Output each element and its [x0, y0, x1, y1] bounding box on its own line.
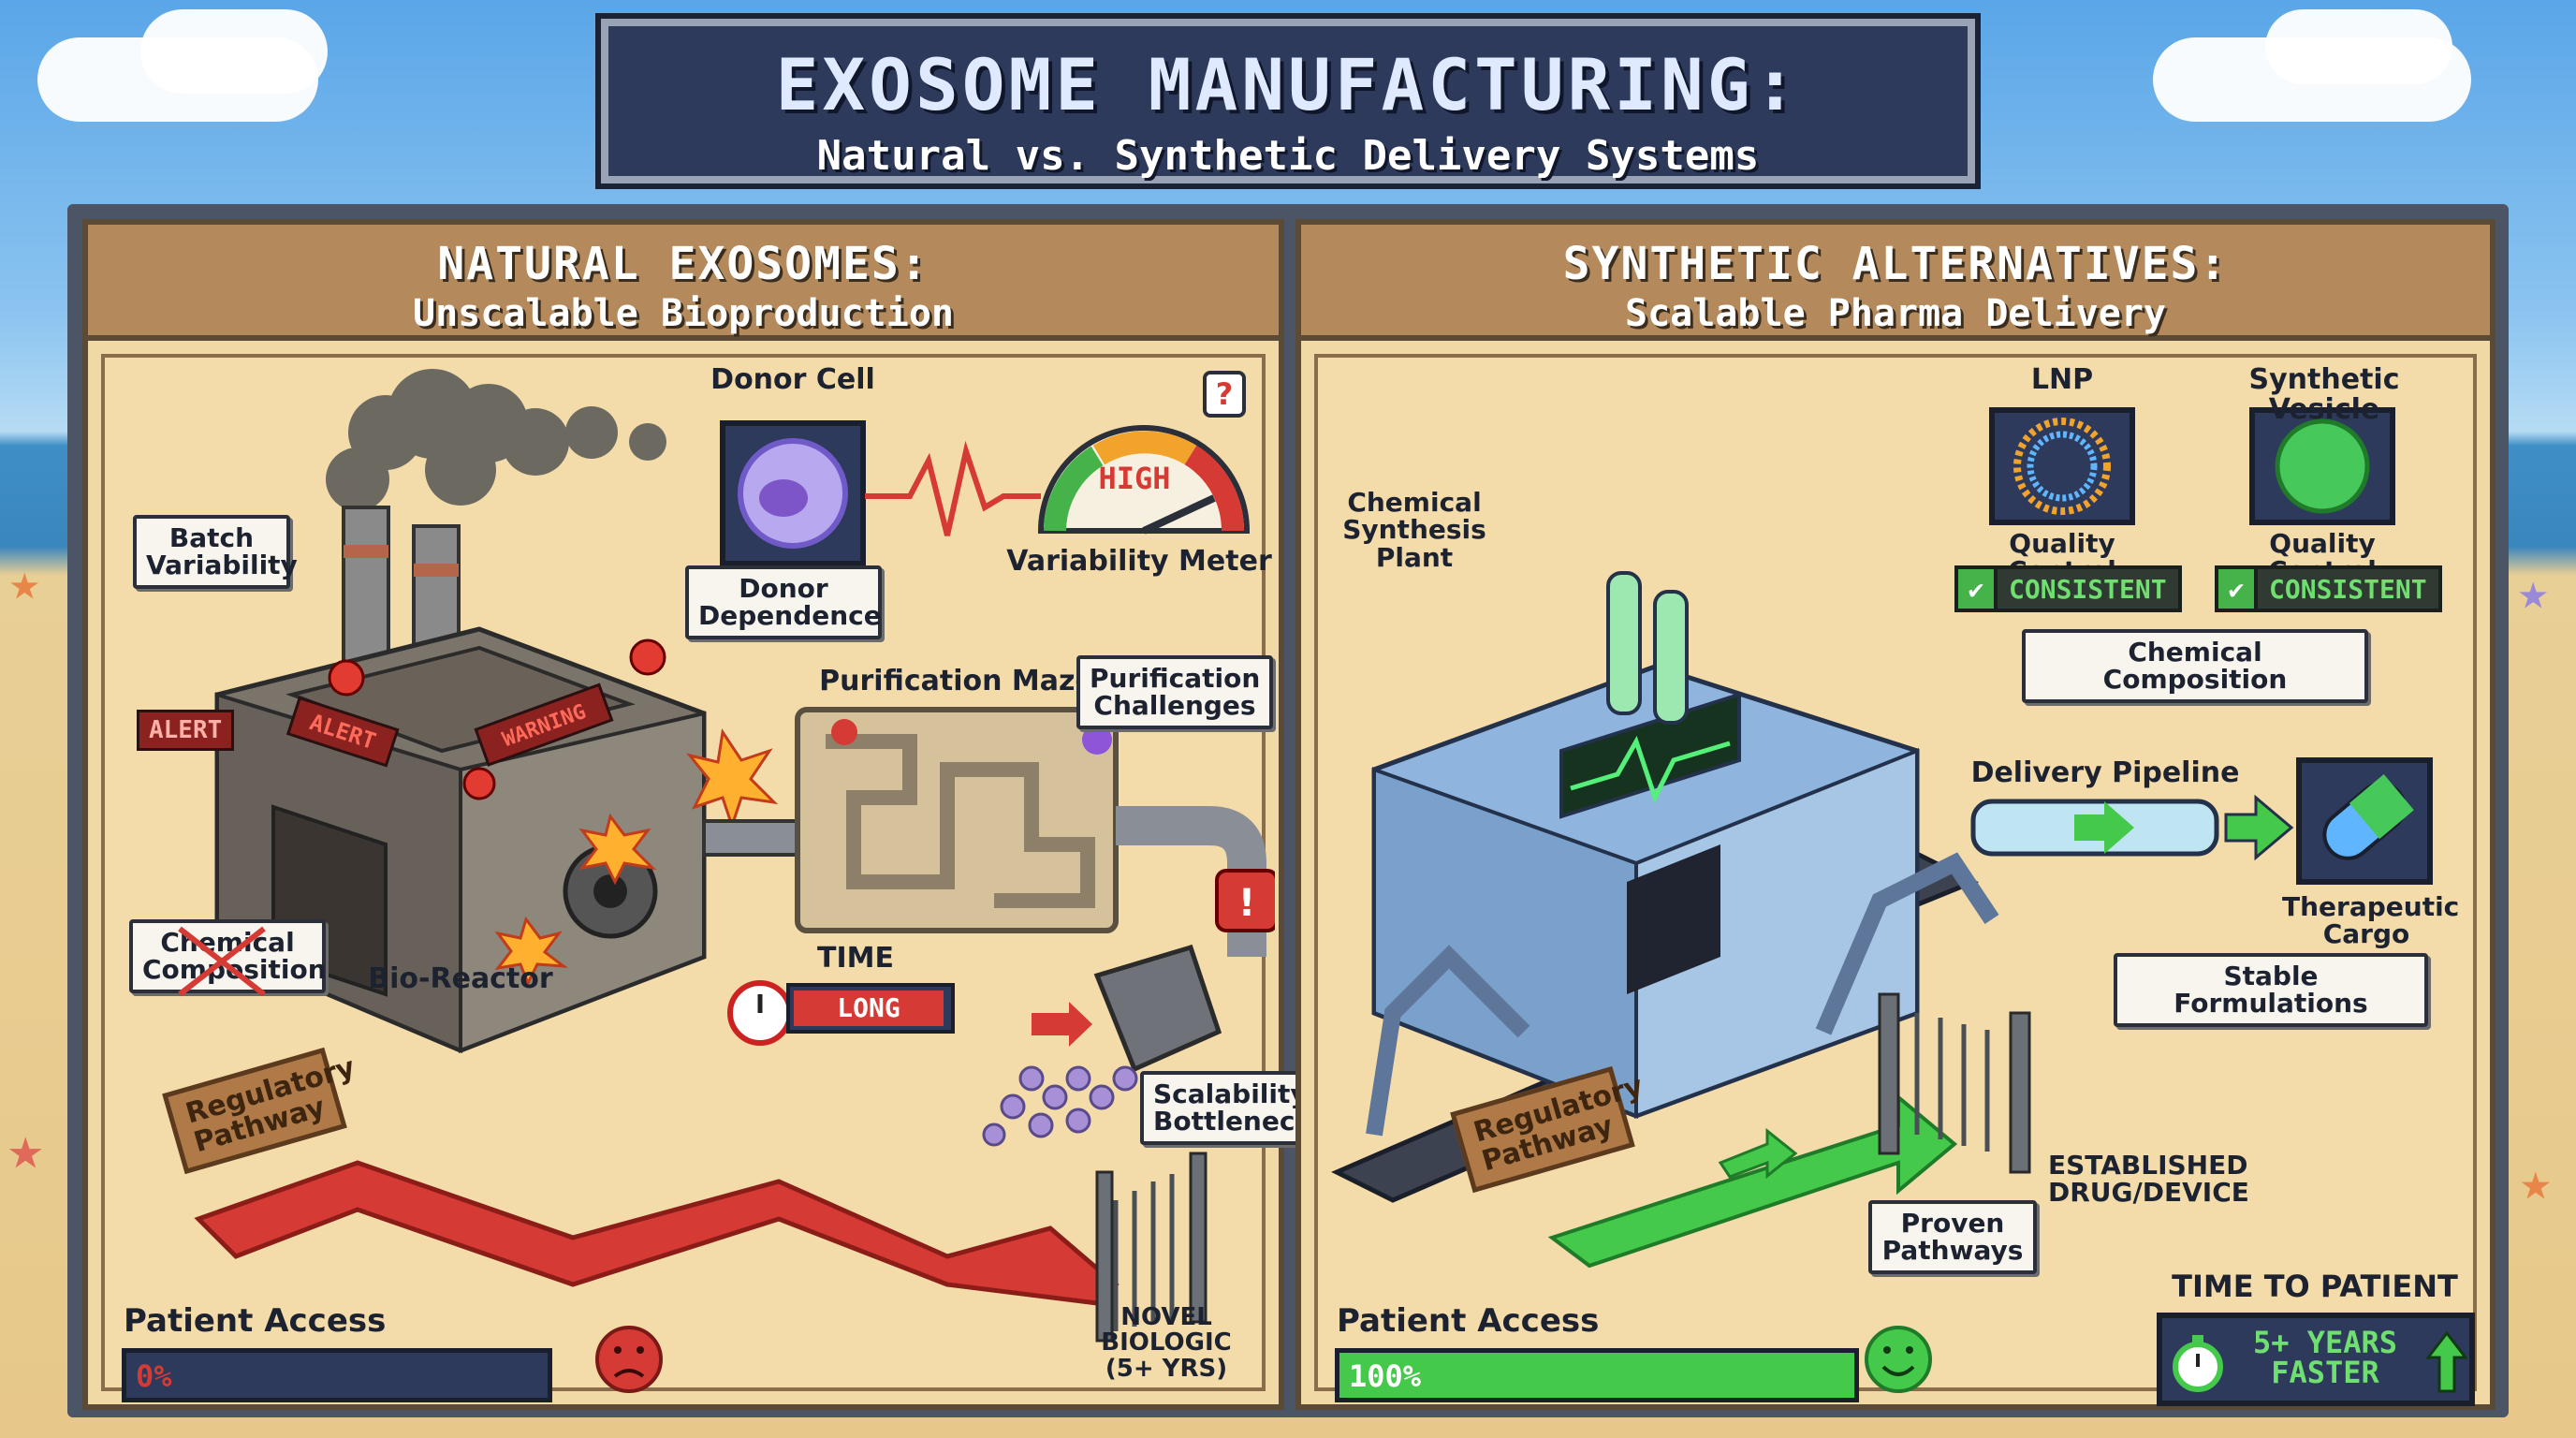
starfish-icon: ★	[2518, 562, 2549, 621]
time-value: LONG	[794, 990, 944, 1026]
chemical-composition-crossed-label: Chemical Composition	[129, 919, 327, 997]
time-to-patient-label: TIME TO PATIENT	[2172, 1269, 2458, 1304]
batch-variability-label: Batch Variability	[133, 515, 298, 589]
cloud	[2265, 9, 2452, 84]
right-header-title: SYNTHETIC ALTERNATIVES:	[1562, 238, 2229, 290]
patient-access-bar: 100%	[1335, 1348, 1859, 1402]
delivery-pipeline-label: Delivery Pipeline	[1970, 756, 2240, 789]
check-icon: ✔	[2218, 569, 2258, 609]
warning-icon: !	[1238, 882, 1255, 925]
scalability-bottleneck-label: Scalability Bottleneck	[1140, 1071, 1318, 1145]
bio-reactor-illustration: ALERT WARNING	[194, 369, 1275, 1393]
patient-access-fill	[1339, 1353, 1854, 1398]
plant-label: Chemical Synthesis Plant	[1342, 487, 1486, 573]
stable-formulations-label: Stable Formulations	[2114, 953, 2428, 1027]
qc-badge-vesicle-text: CONSISTENT	[2269, 573, 2427, 605]
alert-tag: ALERT	[137, 710, 235, 751]
purification-maze-label: Purification Maze	[819, 665, 1094, 697]
time-label: TIME	[817, 942, 894, 975]
patient-access-label: Patient Access	[1337, 1302, 1600, 1340]
capsule-icon	[2322, 773, 2414, 860]
natural-exosomes-panel: NATURAL EXOSOMES: Unscalable Bioproducti…	[82, 219, 1318, 1410]
therapeutic-cargo-label: Therapeutic Cargo	[2282, 891, 2460, 950]
title-plaque: EXOSOME MANUFACTURING: Natural vs. Synth…	[595, 13, 1981, 189]
patient-access-value: 0%	[136, 1358, 172, 1394]
cloud	[140, 9, 328, 94]
qc-badge-lnp-text: CONSISTENT	[2009, 573, 2167, 605]
time-to-patient-box: 5+ YEARS FASTER	[2157, 1313, 2475, 1406]
lnp-icon	[2013, 418, 2111, 515]
left-panel-header: NATURAL EXOSOMES: Unscalable Bioproducti…	[88, 225, 1279, 341]
donor-dependence-label: Donor Dependence	[685, 565, 882, 639]
left-panel-body: ALERT WARNING	[101, 354, 1318, 1402]
patient-access-value: 100%	[1349, 1358, 1422, 1394]
right-panel-header: SYNTHETIC ALTERNATIVES: Scalable Pharma …	[1301, 225, 2490, 341]
regulatory-path-red	[194, 1160, 1120, 1306]
variability-meter-label: Variability Meter	[1006, 545, 1272, 578]
variability-meter-icon	[1037, 425, 1251, 535]
time-bar: LONG	[786, 983, 955, 1034]
established-drug-label: ESTABLISHED DRUG/DEVICE	[2048, 1150, 2249, 1209]
stopwatch-icon	[2173, 1335, 2223, 1392]
synthetic-vesicle-icon	[2275, 418, 2370, 514]
starfish-icon: ★	[2520, 1152, 2552, 1212]
proven-pathways-label: Proven Pathways	[1868, 1200, 2037, 1274]
left-header-subtitle: Unscalable Bioproduction	[413, 292, 954, 335]
smoke-icon	[326, 369, 666, 511]
synthetic-vesicle-label: Synthetic Vesicle	[2248, 363, 2400, 426]
donor-cell-label: Donor Cell	[710, 363, 875, 396]
qc-badge-vesicle: ✔ CONSISTENT	[2215, 565, 2442, 612]
synthesis-plant-illustration	[1331, 407, 2433, 1393]
chemical-composition-label: Chemical Composition	[2022, 629, 2368, 703]
time-to-patient-value: 5+ YEARS FASTER	[2252, 1325, 2398, 1390]
left-header-title: NATURAL EXOSOMES:	[437, 238, 929, 290]
starfish-icon: ★	[9, 552, 40, 611]
synthetic-alternatives-panel: SYNTHETIC ALTERNATIVES: Scalable Pharma …	[1295, 219, 2496, 1410]
up-arrow-icon	[2426, 1331, 2467, 1393]
meter-value: HIGH	[1098, 461, 1170, 496]
sad-face-icon	[595, 1326, 663, 1393]
patient-access-label: Patient Access	[124, 1302, 387, 1340]
page-title: EXOSOME MANUFACTURING:	[775, 43, 1801, 126]
check-icon: ✔	[1958, 569, 1998, 609]
lnp-label: LNP	[2030, 363, 2094, 396]
question-mark-icon: ?	[1216, 376, 1234, 412]
cross-out-icon	[178, 926, 266, 997]
right-header-subtitle: Scalable Pharma Delivery	[1625, 292, 2166, 335]
purification-challenges-label: Purification Challenges	[1076, 655, 1273, 729]
novel-biologic-label: NOVEL BIOLOGIC (5+ YRS)	[1101, 1303, 1232, 1383]
right-panel-body: Chemical Synthesis Plant LNP Synthetic V…	[1314, 354, 2477, 1406]
bio-reactor-label: Bio-Reactor	[368, 962, 553, 995]
happy-face-icon	[1865, 1326, 1932, 1393]
page-subtitle: Natural vs. Synthetic Delivery Systems	[816, 132, 1760, 180]
gate-icon	[1095, 1152, 1208, 1343]
patient-access-bar: 0%	[122, 1348, 552, 1402]
gate-icon	[1878, 992, 2031, 1174]
qc-badge-lnp: ✔ CONSISTENT	[1954, 565, 2182, 612]
comparison-frame: NATURAL EXOSOMES: Unscalable Bioproducti…	[67, 204, 2509, 1417]
starfish-icon: ★	[7, 1114, 44, 1183]
